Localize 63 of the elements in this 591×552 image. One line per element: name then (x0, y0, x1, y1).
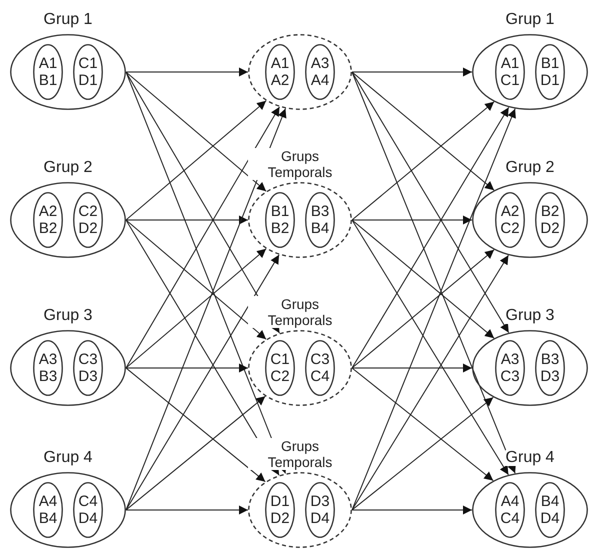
arrow (126, 72, 286, 474)
arrow (126, 396, 266, 510)
member-ellipse: B1 D1 (535, 44, 565, 100)
member-ellipse: B2 D2 (535, 192, 565, 248)
member-ellipse: A2 B2 (33, 192, 63, 248)
arrow (352, 72, 510, 334)
member-ellipse: D1 D2 (265, 482, 295, 538)
member-ellipse: A1 B1 (33, 44, 63, 100)
arrow (352, 72, 495, 191)
arrow (352, 254, 509, 510)
member-ellipse: C2 D2 (73, 192, 103, 248)
arrow (352, 368, 494, 482)
arrow (352, 396, 494, 510)
member-ellipse: C1 D1 (73, 44, 103, 100)
member-ellipse: A1 A2 (265, 44, 295, 100)
arrow (126, 220, 267, 340)
arrow (126, 368, 266, 482)
member-ellipse: A3 C3 (495, 340, 525, 396)
member-ellipse: A3 B3 (33, 340, 63, 396)
member-ellipse: B3 B4 (305, 192, 335, 248)
member-ellipse: C3 C4 (305, 340, 335, 396)
arrow (126, 106, 280, 368)
arrow (352, 108, 516, 510)
group-heading: Grup 4 (44, 450, 92, 466)
member-ellipse: C3 D3 (73, 340, 103, 396)
member-ellipse: B3 D3 (535, 340, 565, 396)
group-heading: Grup 1 (506, 12, 554, 28)
member-ellipse: A4 C4 (495, 482, 525, 538)
arrow (352, 220, 495, 339)
arrow (126, 68, 248, 76)
arrow (126, 100, 267, 220)
member-ellipse: A2 C2 (495, 192, 525, 248)
arrow (352, 101, 495, 220)
arrow (126, 254, 280, 510)
arrow (126, 72, 280, 334)
arrow (352, 249, 495, 368)
arrow (352, 106, 510, 368)
group-heading: Grup 1 (44, 12, 92, 28)
member-ellipse: A3 A4 (305, 44, 335, 100)
member-ellipse: C4 D4 (73, 482, 103, 538)
arrow (352, 506, 472, 514)
member-ellipse: B1 B2 (265, 192, 295, 248)
group-heading: Grup 3 (506, 308, 554, 324)
arrow (352, 220, 509, 476)
arrow (352, 364, 472, 372)
arrow (352, 72, 516, 474)
arrow (126, 216, 248, 224)
group-heading: Grup 4 (506, 450, 554, 466)
group-heading: Grup 2 (506, 160, 554, 176)
member-ellipse: A4 B4 (33, 482, 63, 538)
arrow (126, 72, 267, 192)
arrow (126, 506, 248, 514)
arrow (352, 216, 472, 224)
arrow (126, 248, 267, 368)
member-ellipse: D3 D4 (305, 482, 335, 538)
member-ellipse: B4 D4 (535, 482, 565, 538)
member-ellipse: C1 C2 (265, 340, 295, 396)
member-ellipse: A1 C1 (495, 44, 525, 100)
group-heading: Grup 2 (44, 160, 92, 176)
arrow (126, 108, 286, 510)
group-heading: Grup 3 (44, 308, 92, 324)
arrow (352, 68, 472, 76)
arrow (126, 364, 248, 372)
